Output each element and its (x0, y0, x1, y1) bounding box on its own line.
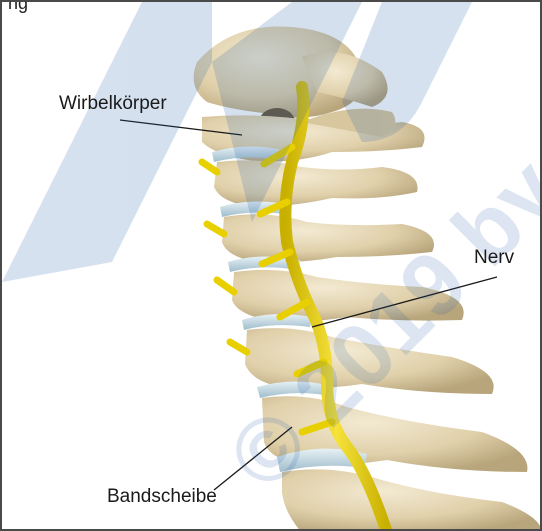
label-vertebra: Wirbelkörper (59, 94, 167, 113)
vertebra-t1 (282, 469, 542, 531)
vertebra-c3 (214, 160, 418, 207)
disc-c6-c7 (257, 381, 327, 398)
label-nerve: Nerv (474, 248, 514, 267)
vertebra-c4 (222, 214, 434, 262)
label-disc: Bandscheibe (107, 487, 217, 506)
